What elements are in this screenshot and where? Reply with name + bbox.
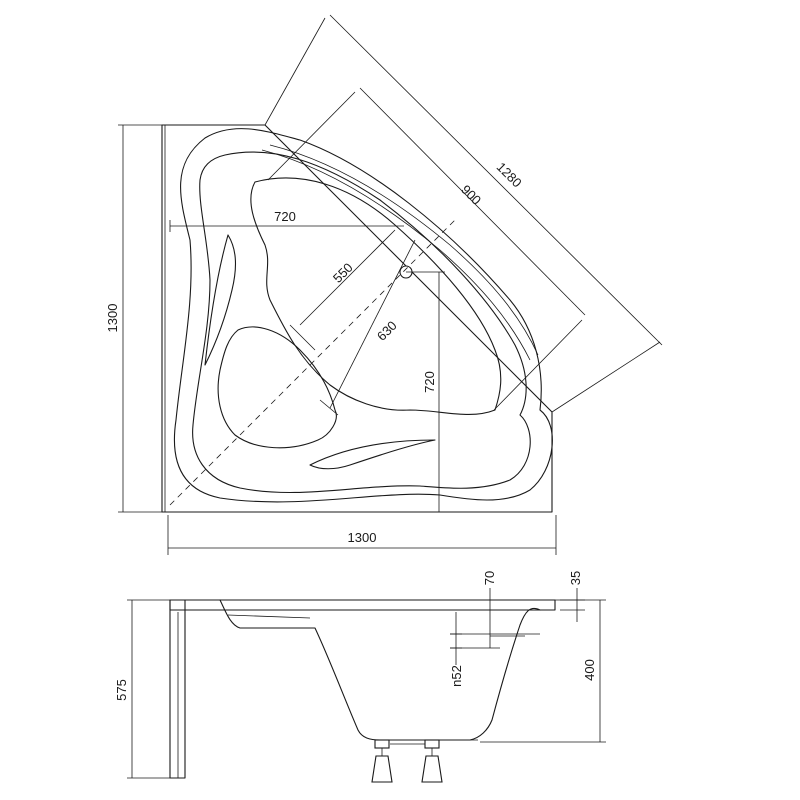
leg-mount-left [374, 739, 390, 749]
side-apron [169, 599, 186, 779]
dim-diagonal-inner: 900 [458, 182, 484, 208]
center-axis [169, 219, 456, 506]
dim-overflow-diameter: n52 [449, 665, 464, 687]
dim-basin-width: 550 [330, 260, 356, 286]
left-armrest [204, 234, 237, 366]
dim-overall-width: 1300 [348, 530, 377, 545]
leg-mount-right [424, 739, 440, 749]
dim-basin-height: 400 [582, 659, 597, 681]
rim-outer [173, 128, 553, 503]
bottom-armrest [309, 439, 436, 470]
center-lounger [217, 326, 337, 449]
leg-right [421, 755, 443, 783]
side-rim [169, 599, 556, 611]
rim-line-1 [261, 149, 531, 361]
top-view: 1300 1300 1280 900 720 720 550 630 [105, 14, 663, 555]
leg-left [371, 755, 393, 783]
dim-diagonal-outer: 1280 [494, 159, 525, 190]
basin-inner-well [250, 177, 502, 415]
dim-rim-thickness: 35 [568, 571, 583, 585]
dim-drain-offset-x: 720 [274, 209, 296, 224]
dim-basin-length: 630 [374, 318, 400, 344]
dim-total-height: 575 [114, 679, 129, 701]
rim-line-2 [269, 144, 539, 356]
basin-outline [192, 151, 531, 494]
dim-overall-depth: 1300 [105, 304, 120, 333]
side-view: 575 400 35 70 n52 [114, 571, 606, 783]
dim-drain-offset-y: 720 [422, 371, 437, 393]
top-outline [161, 124, 553, 513]
dim-overflow-offset: 70 [482, 571, 497, 585]
side-tub-body [219, 599, 541, 741]
